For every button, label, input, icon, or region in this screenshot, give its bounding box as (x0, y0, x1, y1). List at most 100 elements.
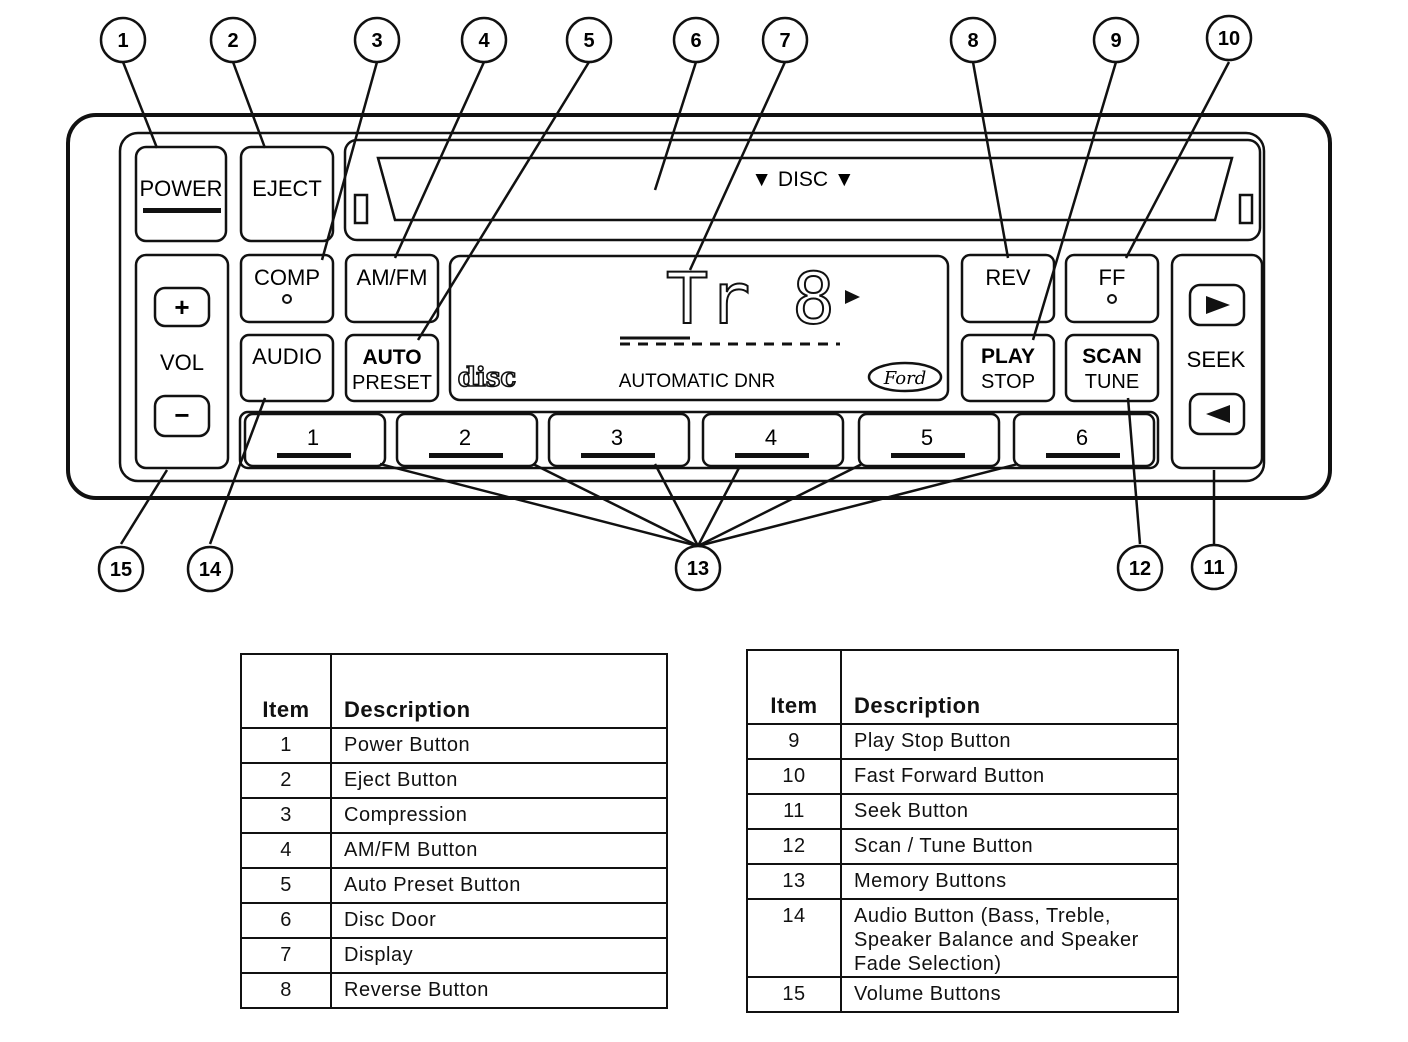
item-description: AM/FM Button (330, 832, 668, 869)
display-panel: Tr 8 disc AUTOMATIC DNR Ford (448, 254, 950, 402)
volume-up-button[interactable]: + (153, 286, 211, 328)
eject-button[interactable]: EJECT (239, 145, 335, 243)
seek-label: SEEK (1187, 347, 1246, 372)
callout-14: 14 (186, 545, 234, 593)
callout-number: 4 (478, 30, 490, 52)
memory-button-3[interactable]: 3 (547, 412, 691, 468)
item-description: Play Stop Button (840, 723, 1179, 760)
callout-12: 12 (1116, 544, 1164, 592)
auto-preset-button[interactable]: AUTO PRESET (344, 333, 440, 403)
item-number: 10 (746, 758, 842, 795)
item-description: Seek Button (840, 793, 1179, 830)
tune-label: TUNE (1085, 371, 1139, 393)
memory-button-strip (238, 410, 1160, 470)
scan-tune-button[interactable]: SCAN TUNE (1064, 333, 1160, 403)
memory-button-2[interactable]: 2 (395, 412, 539, 468)
item-number: 4 (240, 832, 332, 869)
item-number: 9 (746, 723, 842, 760)
item-number: 1 (240, 727, 332, 764)
callout-9: 9 (1092, 16, 1140, 64)
leader-lines (119, 61, 1231, 548)
scan-label: SCAN (1082, 345, 1142, 368)
callout-number: 5 (583, 30, 594, 52)
item-description: Compression (330, 797, 668, 834)
seek-down-button[interactable] (1188, 392, 1246, 436)
callout-number: 6 (690, 30, 701, 52)
power-label: POWER (139, 176, 222, 201)
item-description: Volume Buttons (840, 976, 1179, 1013)
vol-label: VOL (160, 350, 204, 375)
callout-number: 7 (779, 30, 790, 52)
minus-icon: − (174, 400, 189, 430)
item-number: 6 (240, 902, 332, 939)
volume-down-button[interactable]: − (153, 394, 211, 438)
comp-indicator-led (282, 294, 292, 304)
callout-number: 14 (199, 559, 222, 581)
callout-5: 5 (565, 16, 613, 64)
memory-button-label: 1 (307, 425, 319, 450)
memory-button-label: 3 (611, 425, 623, 450)
callout-number: 10 (1218, 28, 1240, 50)
track-readout: Tr 8 (666, 258, 835, 340)
radio-bezel (66, 113, 1332, 500)
memory-button-1[interactable]: 1 (243, 412, 387, 468)
memory-button-5[interactable]: 5 (857, 412, 1001, 468)
callout-number: 8 (967, 30, 978, 52)
amfm-label: AM/FM (357, 265, 428, 290)
display-mode-text: AUTOMATIC DNR (619, 371, 776, 392)
callout-10: 10 (1205, 14, 1253, 62)
disc-label: ▼ DISC ▼ (751, 168, 854, 191)
seek-up-button[interactable] (1188, 283, 1246, 327)
play-stop-button[interactable]: PLAY STOP (960, 333, 1056, 403)
audio-label: AUDIO (252, 344, 322, 369)
item-number: 8 (240, 972, 332, 1009)
callout-8: 8 (949, 16, 997, 64)
item-number: 7 (240, 937, 332, 974)
item-description: Power Button (330, 727, 668, 764)
rev-button[interactable]: REV (960, 253, 1056, 324)
memory-button-4[interactable]: 4 (701, 412, 845, 468)
seek-back-icon (1206, 405, 1230, 423)
plus-icon: + (174, 292, 189, 322)
audio-button[interactable]: AUDIO (239, 333, 335, 403)
callout-15: 15 (97, 545, 145, 593)
item-description: Display (330, 937, 668, 974)
preset-label: PRESET (352, 372, 432, 394)
item-description: Memory Buttons (840, 863, 1179, 900)
disc-logo: disc (458, 363, 517, 393)
item-header: Item (746, 649, 842, 725)
play-indicator-icon (845, 290, 860, 304)
ff-button[interactable]: FF (1064, 253, 1160, 324)
callout-7: 7 (761, 16, 809, 64)
item-description: Auto Preset Button (330, 867, 668, 904)
item-number: 3 (240, 797, 332, 834)
callout-6: 6 (672, 16, 720, 64)
item-description: Audio Button (Bass, Treble, Speaker Bala… (840, 898, 1179, 978)
memory-button-label: 6 (1076, 425, 1088, 450)
disc-door[interactable] (343, 138, 1262, 242)
description-header: Description (840, 649, 1179, 725)
rev-label: REV (985, 265, 1031, 290)
item-number: 12 (746, 828, 842, 865)
memory-button-6[interactable]: 6 (1012, 412, 1156, 468)
comp-button[interactable]: COMP (239, 253, 335, 324)
comp-label: COMP (254, 265, 320, 290)
item-description: Disc Door (330, 902, 668, 939)
power-button[interactable]: POWER (134, 145, 228, 243)
item-description: Eject Button (330, 762, 668, 799)
amfm-button[interactable]: AM/FM (344, 253, 440, 324)
callout-number: 11 (1203, 557, 1224, 579)
